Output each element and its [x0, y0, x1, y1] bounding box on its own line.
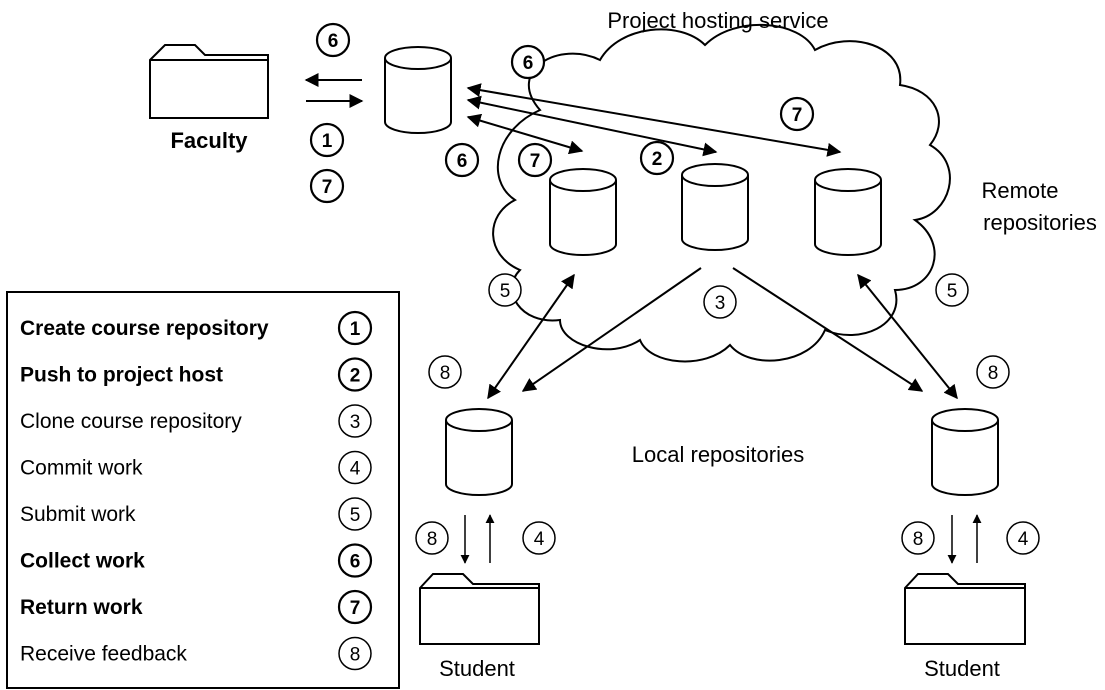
remote-label-line2: repositories	[983, 210, 1097, 235]
legend-item: Commit work 4	[20, 450, 372, 485]
remote-repository-middle-icon	[681, 163, 749, 251]
badge-faculty-top-6: 6	[315, 22, 351, 58]
svg-text:3: 3	[715, 293, 726, 314]
legend-box	[6, 291, 400, 689]
legend-item-badge	[338, 636, 372, 671]
local-repository-right-icon	[931, 408, 999, 496]
badge-left-bottom-8: 8	[415, 521, 449, 555]
svg-text:6: 6	[523, 53, 534, 74]
svg-text:7: 7	[530, 151, 541, 172]
svg-text:1: 1	[322, 131, 333, 152]
badge-right-bottom-4: 4	[1006, 521, 1040, 555]
svg-text:4: 4	[1018, 529, 1029, 550]
legend-item-label: Collect work	[20, 550, 145, 573]
badge-right-5: 5	[935, 273, 969, 307]
arrow-clone-left	[521, 267, 702, 392]
badge-left-7: 7	[517, 142, 553, 178]
legend-item-label: Return work	[20, 596, 143, 619]
arrow-submit-left	[487, 273, 575, 400]
svg-text:7: 7	[792, 105, 803, 126]
badge-right-8: 8	[976, 355, 1010, 389]
remote-repository-left-icon	[549, 168, 617, 256]
faculty-repository-icon	[384, 46, 452, 134]
cloud-label: Project hosting service	[607, 8, 828, 33]
faculty-label: Faculty	[170, 128, 248, 153]
legend-item: Submit work 5	[20, 497, 372, 531]
badge-mid-2: 2	[639, 140, 675, 176]
remote-label-line1: Remote	[981, 178, 1058, 203]
svg-text:6: 6	[457, 151, 468, 172]
legend-item-number: 7	[350, 598, 361, 619]
legend-item-badge	[338, 404, 372, 438]
student-left-label: Student	[439, 656, 515, 681]
legend-item-number: 1	[350, 319, 361, 340]
legend-item-label: Receive feedback	[20, 643, 187, 666]
legend-item-badge	[337, 357, 373, 392]
badge-left-bottom-4: 4	[522, 521, 556, 555]
svg-text:5: 5	[947, 281, 958, 302]
badge-right-7: 7	[779, 96, 815, 132]
legend-item-label: Submit work	[20, 503, 136, 526]
legend-item-badge	[337, 589, 373, 625]
remote-repository-right-icon	[814, 168, 882, 256]
svg-text:8: 8	[427, 529, 438, 550]
student-right-label: Student	[924, 656, 1000, 681]
arrow-faculty-right-remote	[466, 83, 842, 157]
legend-item: Clone course repository 3	[20, 404, 372, 438]
badge-left-8: 8	[428, 355, 462, 389]
legend-item: Return work 7	[20, 589, 373, 625]
legend-item-badge	[337, 543, 373, 578]
legend-item: Create course repository 1	[20, 310, 373, 346]
svg-text:8: 8	[440, 363, 451, 384]
legend-item-number: 4	[350, 459, 361, 480]
legend-item-badge	[338, 497, 372, 531]
svg-text:2: 2	[652, 149, 663, 170]
badge-right-bottom-8: 8	[901, 521, 935, 555]
svg-text:5: 5	[500, 281, 511, 302]
svg-text:4: 4	[534, 529, 545, 550]
legend-item-number: 8	[350, 645, 361, 666]
arrow-submit-right	[857, 273, 958, 400]
svg-text:8: 8	[988, 363, 999, 384]
badge-cloud-6: 6	[510, 44, 546, 80]
badge-faculty-7: 7	[309, 168, 345, 204]
faculty-folder-icon	[149, 44, 269, 119]
student-left-folder-icon	[419, 573, 540, 645]
legend-item-number: 2	[350, 366, 361, 387]
badge-left-6: 6	[444, 142, 480, 178]
legend-item-number: 5	[350, 505, 361, 526]
legend-item-badge	[337, 310, 373, 346]
legend-item: Collect work 6	[20, 543, 373, 578]
svg-text:6: 6	[328, 31, 339, 52]
badge-left-5: 5	[488, 273, 522, 307]
local-label: Local repositories	[632, 442, 804, 467]
legend-item-label: Create course repository	[20, 317, 269, 340]
legend-item-label: Clone course repository	[20, 410, 242, 433]
svg-text:7: 7	[322, 177, 333, 198]
legend-item: Receive feedback 8	[20, 636, 372, 671]
legend-item-badge	[338, 450, 372, 485]
legend-item-label: Push to project host	[20, 364, 223, 387]
legend-item-number: 6	[350, 552, 361, 573]
legend-item-label: Commit work	[20, 457, 143, 480]
legend-item: Push to project host 2	[20, 357, 373, 392]
badge-mid-3: 3	[703, 285, 737, 319]
badge-faculty-1: 1	[309, 122, 345, 158]
svg-text:8: 8	[913, 529, 924, 550]
student-right-folder-icon	[904, 573, 1026, 645]
legend-item-number: 3	[350, 412, 361, 433]
local-repository-left-icon	[445, 408, 513, 496]
